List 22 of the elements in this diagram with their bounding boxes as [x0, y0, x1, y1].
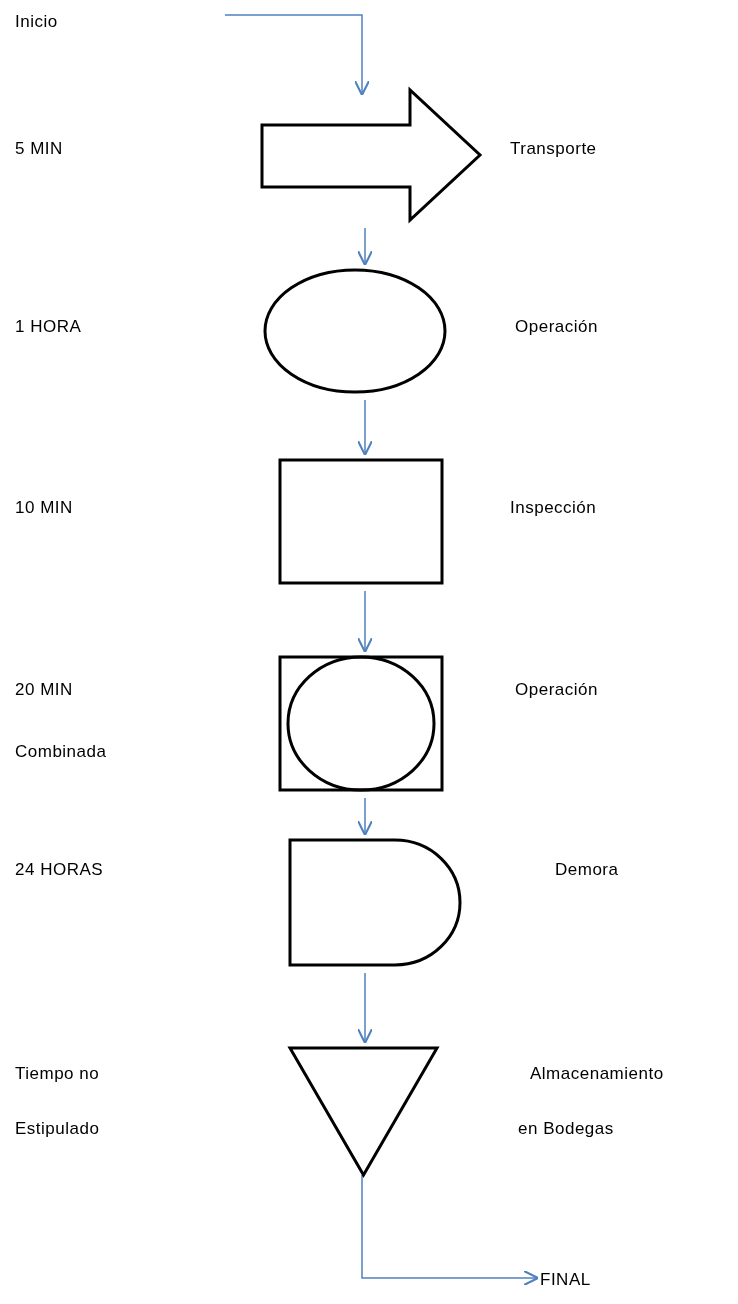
start-label: Inicio: [15, 11, 59, 33]
activity-label: Demora: [555, 859, 620, 881]
flow-arrow: [356, 590, 374, 654]
flow-arrow: [356, 227, 374, 267]
activity-label: Operación: [515, 679, 599, 701]
time-label: Tiempo no Estipulado: [15, 1063, 101, 1140]
activity-label: Inspección: [510, 497, 598, 519]
activity-label: Transporte: [510, 138, 598, 160]
time-label: Combinada: [15, 741, 108, 763]
flow-arrow: [356, 972, 374, 1045]
time-label: 10 MIN: [15, 497, 74, 519]
flow-arrow: [224, 14, 371, 97]
flow-arrow: [356, 399, 374, 457]
time-label: 1 HORA: [15, 316, 83, 338]
flow-arrow: [356, 797, 374, 837]
time-label: 24 HORAS: [15, 859, 105, 881]
activity-label: Operación: [515, 316, 599, 338]
time-label: 20 MIN: [15, 679, 74, 701]
flow-arrow: [361, 1174, 540, 1287]
time-label: 5 MIN: [15, 138, 64, 160]
end-label: FINAL: [540, 1270, 591, 1290]
activity-label: Almacenamiento en Bodegas: [518, 1063, 665, 1140]
